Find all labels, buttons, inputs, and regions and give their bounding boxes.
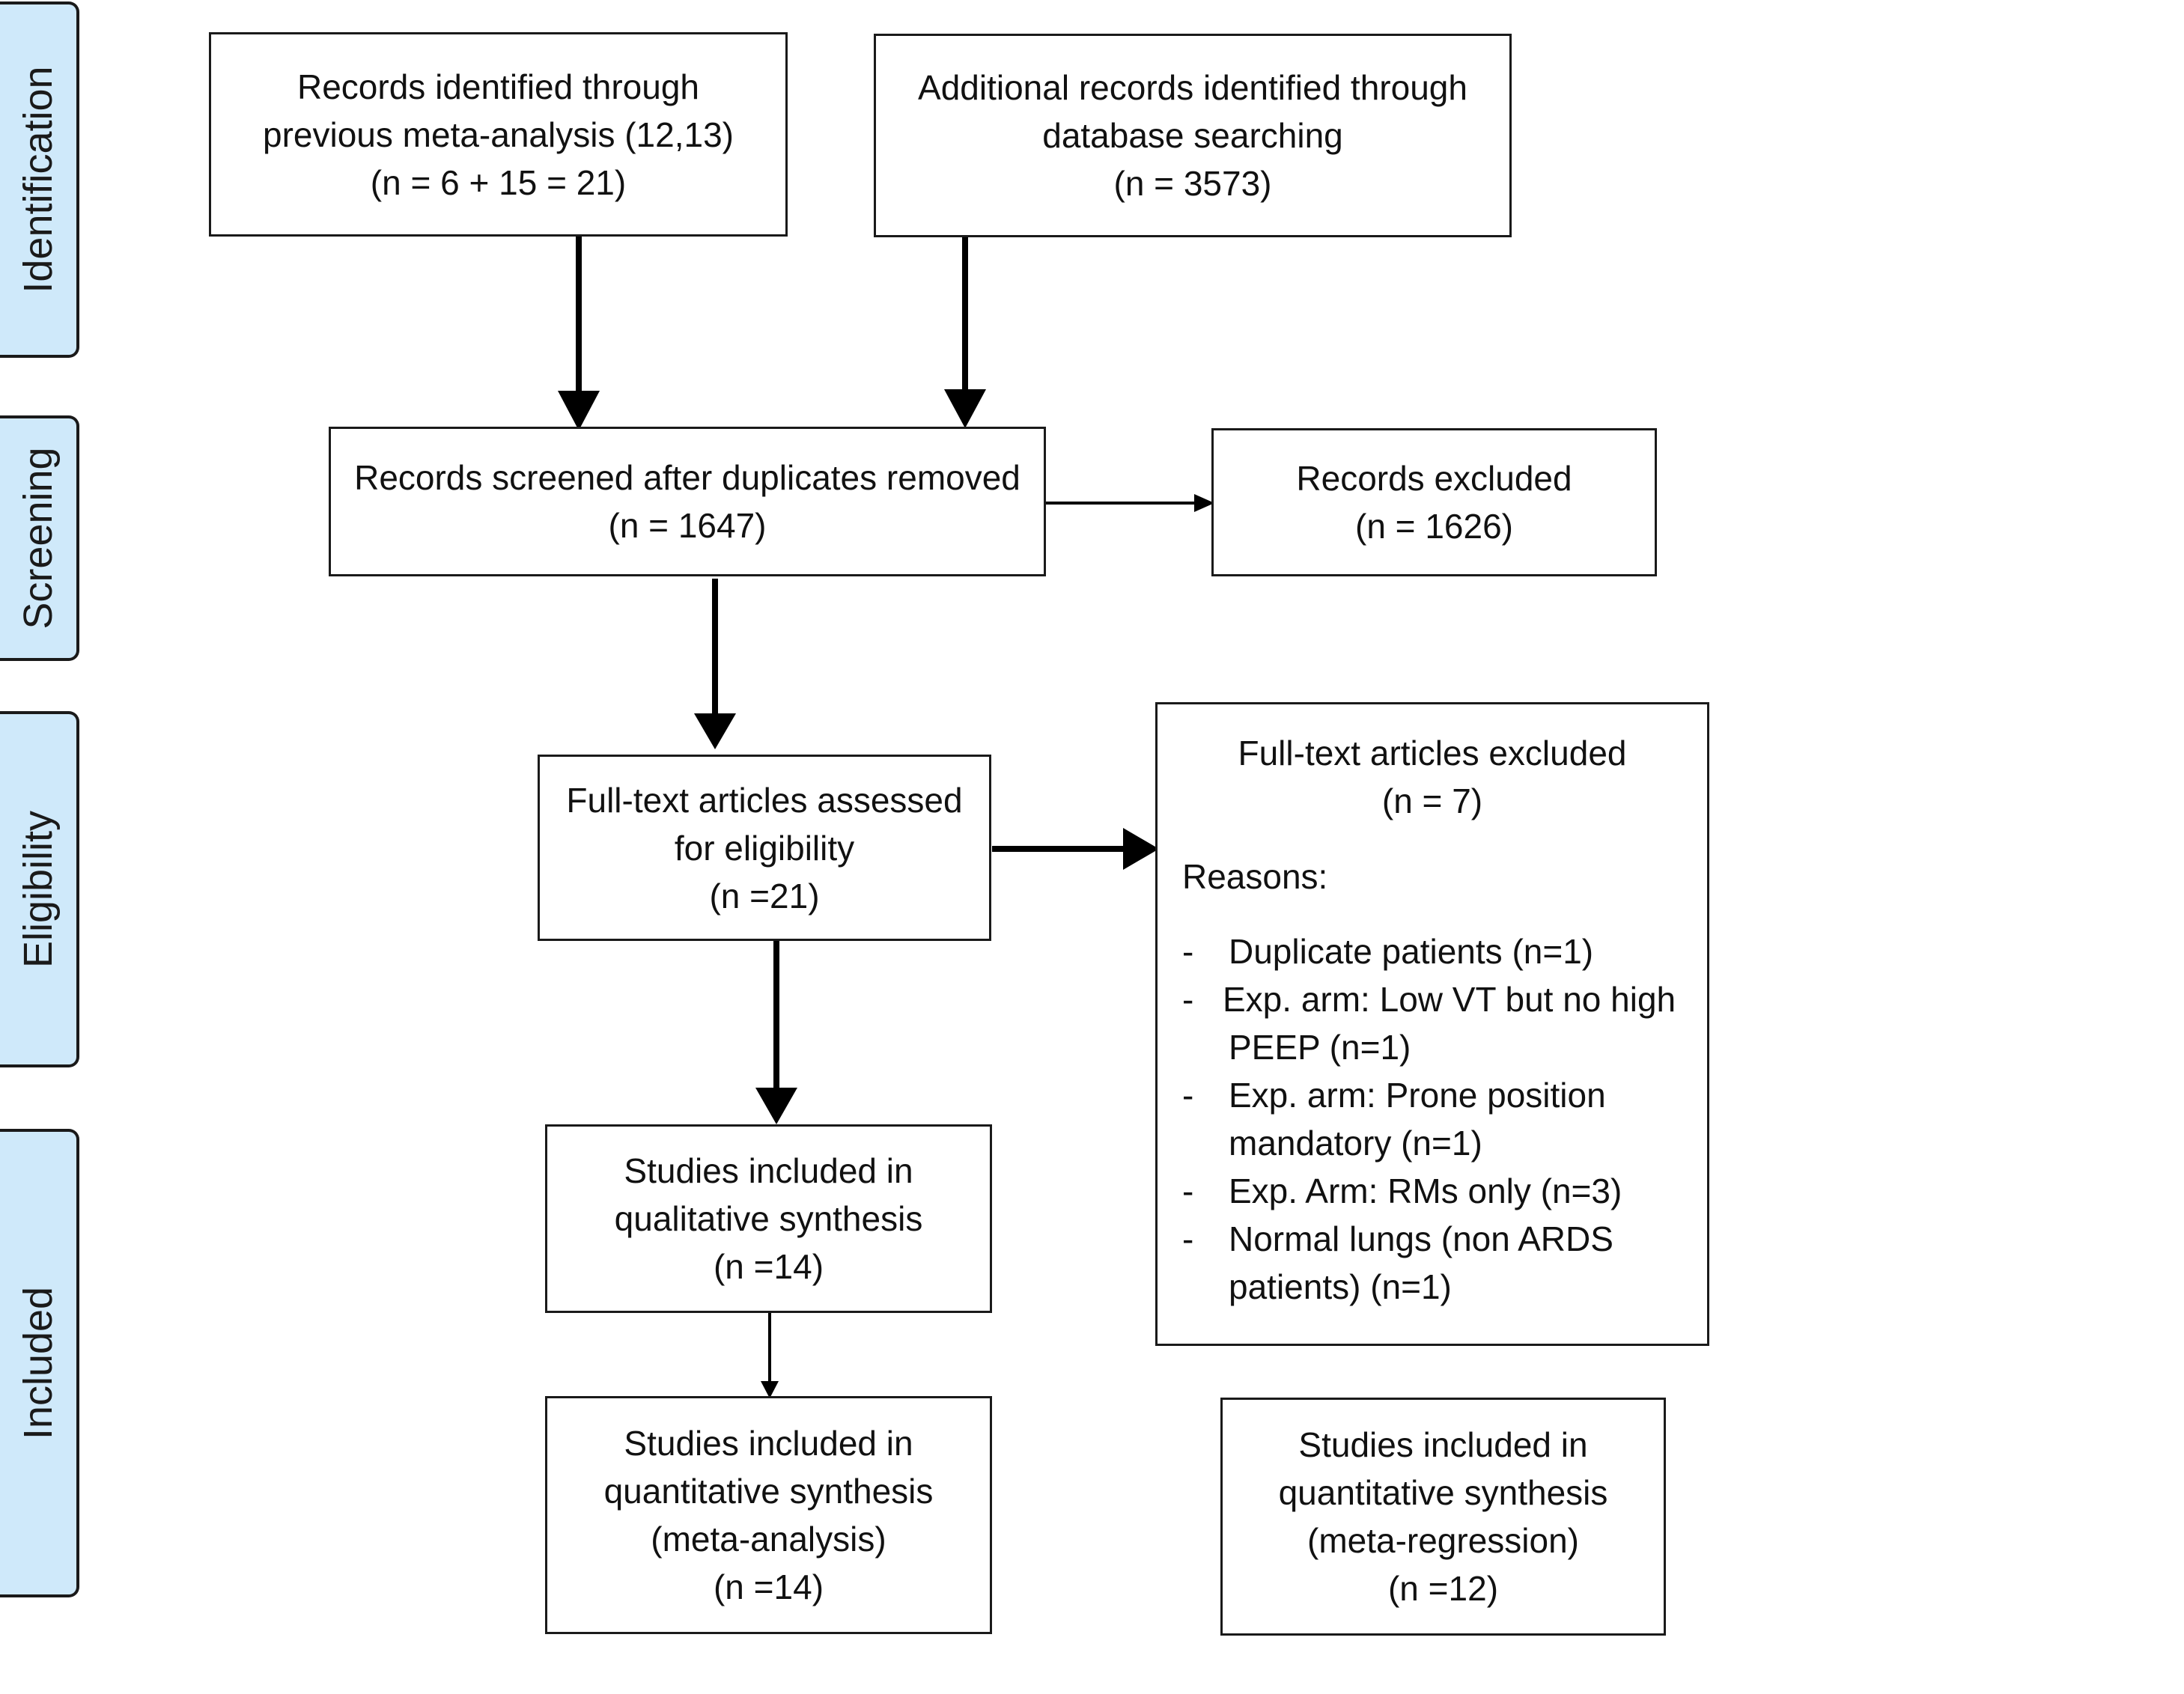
reason-bullet: -: [1182, 1076, 1194, 1115]
phase-eligibility: Eligibility: [0, 711, 79, 1067]
reason-item: - Exp. arm: Low VT but no high PEEP (n=1…: [1158, 975, 1707, 1071]
reason-line: patients) (n=1): [1229, 1267, 1452, 1306]
phase-identification: Identification: [0, 1, 79, 358]
reason-line: Normal lungs (non ARDS: [1229, 1219, 1613, 1258]
box-line: Additional records identified through: [918, 68, 1467, 107]
box-meta-analysis: Studies included in quantitative synthes…: [545, 1396, 992, 1634]
phase-included: Included: [0, 1129, 79, 1597]
reason-bullet: -: [1182, 1172, 1194, 1210]
box-line: (n = 1626): [1355, 507, 1513, 546]
box-line: database searching: [1042, 116, 1343, 155]
reason-item: - Duplicate patients (n=1): [1158, 927, 1707, 975]
box-fulltext-excluded: Full-text articles excluded (n = 7) Reas…: [1155, 702, 1709, 1346]
box-line: for eligibility: [674, 828, 855, 868]
reason-item: - Exp. arm: Prone position mandatory (n=…: [1158, 1071, 1707, 1167]
box-records-excluded: Records excluded (n = 1626): [1211, 428, 1657, 576]
reason-bullet: -: [1182, 980, 1194, 1019]
box-line: (n =14): [713, 1567, 824, 1606]
arrowhead-previous-to-screened: [558, 391, 600, 430]
reason-line: PEEP (n=1): [1229, 1028, 1411, 1067]
box-line: (n = 3573): [1113, 164, 1272, 203]
box-line: previous meta-analysis (12,13): [263, 115, 734, 154]
reason-line: Exp. arm: Prone position: [1229, 1076, 1606, 1115]
box-line: Studies included in: [1298, 1425, 1588, 1464]
fulltext-excluded-count: (n = 7): [1381, 782, 1483, 820]
reason-item: - Exp. Arm: RMs only (n=3): [1158, 1167, 1707, 1215]
box-qualitative-synthesis: Studies included in qualitative synthesi…: [545, 1124, 992, 1313]
box-line: Studies included in: [624, 1151, 913, 1190]
arrowhead-fulltext-to-qualitative: [755, 1088, 797, 1124]
arrowhead-screened-to-excluded: [1194, 494, 1214, 512]
box-database-searching: Additional records identified through da…: [874, 34, 1512, 237]
box-records-screened: Records screened after duplicates remove…: [329, 427, 1046, 576]
box-line: qualitative synthesis: [614, 1199, 923, 1238]
box-line: (n = 1647): [608, 506, 767, 545]
reason-line: Duplicate patients (n=1): [1229, 932, 1594, 971]
arrowhead-qualitative-to-meta-analysis: [761, 1381, 779, 1398]
reasons-label: Reasons:: [1182, 857, 1328, 896]
reasons-list: - Duplicate patients (n=1) - Exp. arm: L…: [1158, 927, 1707, 1311]
fulltext-excluded-title: Full-text articles excluded: [1238, 734, 1627, 773]
box-line: (n =21): [709, 876, 820, 915]
arrowhead-database-to-screened: [944, 389, 986, 428]
reason-line: Exp. arm: Low VT but no high: [1223, 980, 1676, 1019]
reason-line: mandatory (n=1): [1229, 1124, 1482, 1163]
box-line: Records screened after duplicates remove…: [354, 458, 1020, 497]
box-fulltext-assessed: Full-text articles assessed for eligibil…: [538, 755, 991, 941]
box-line: (n =12): [1387, 1569, 1499, 1608]
arrowhead-screened-to-fulltext: [694, 713, 736, 749]
reason-bullet: -: [1182, 1219, 1194, 1258]
box-line: (meta-analysis): [651, 1520, 886, 1559]
box-line: Studies included in: [624, 1424, 913, 1463]
reason-line: Exp. Arm: RMs only (n=3): [1229, 1172, 1622, 1210]
reason-bullet: -: [1182, 932, 1194, 971]
box-line: quantitative synthesis: [603, 1472, 934, 1511]
box-line: (meta-regression): [1307, 1521, 1579, 1560]
box-line: Full-text articles assessed: [566, 780, 963, 820]
box-meta-regression: Studies included in quantitative synthes…: [1220, 1398, 1666, 1636]
box-line: quantitative synthesis: [1278, 1473, 1608, 1512]
phase-screening: Screening: [0, 415, 79, 661]
arrowhead-fulltext-to-excluded: [1123, 828, 1159, 870]
box-line: (n = 6 + 15 = 21): [370, 162, 627, 202]
box-line: (n =14): [713, 1247, 824, 1286]
box-previous-meta-analysis: Records identified through previous meta…: [209, 32, 788, 237]
reason-item: - Normal lungs (non ARDS patients) (n=1): [1158, 1215, 1707, 1311]
box-line: Records excluded: [1296, 459, 1572, 498]
box-line: Records identified through: [297, 67, 699, 106]
